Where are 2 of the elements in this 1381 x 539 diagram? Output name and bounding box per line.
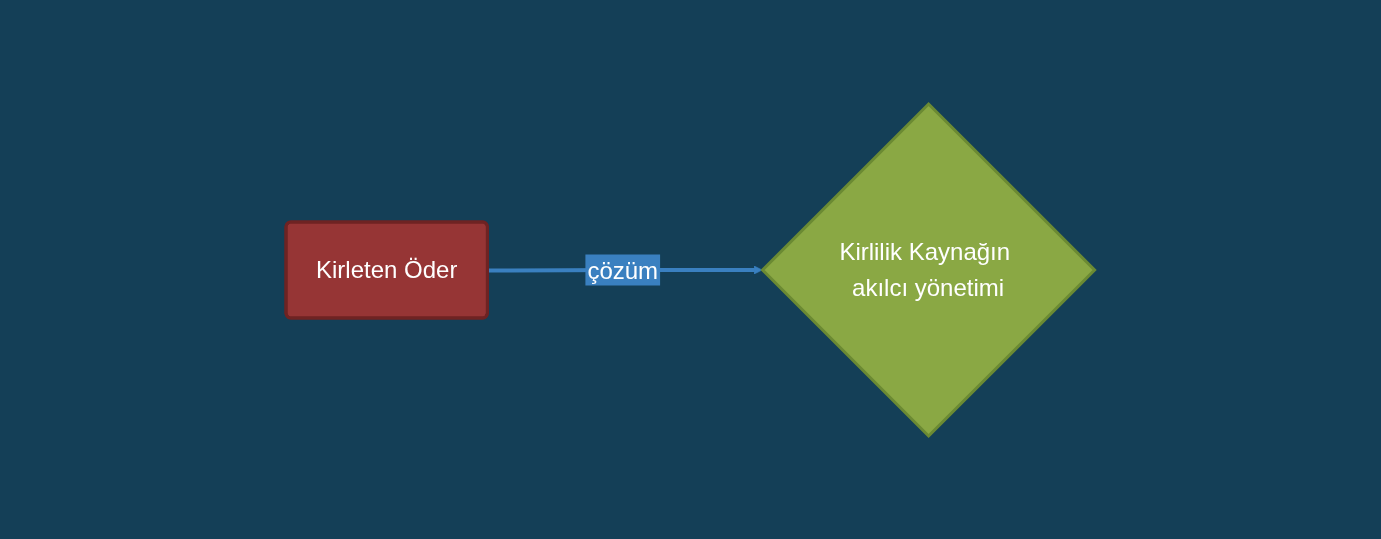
- edge-label: çözüm: [587, 256, 659, 283]
- node-diamond: Kirlilik Kaynağın akılcı yönetimi: [760, 101, 1097, 438]
